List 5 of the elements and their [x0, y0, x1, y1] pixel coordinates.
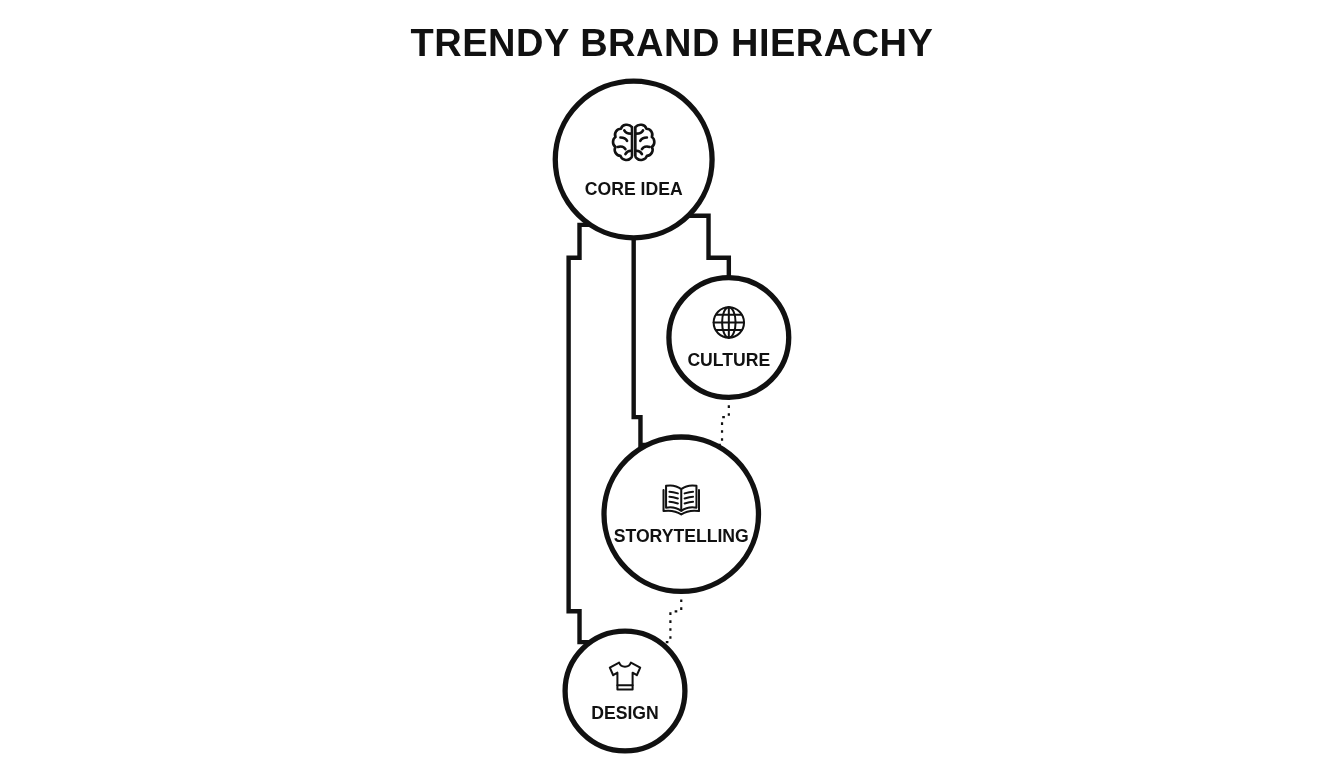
node-circle: CULTURE [666, 274, 792, 400]
node-circle: DESIGN [562, 628, 688, 754]
node-circle: STORYTELLING [601, 434, 762, 595]
diagram-title: TRENDY BRAND HIERACHY [410, 22, 934, 64]
node-circle: CORE IDEA [552, 78, 715, 241]
